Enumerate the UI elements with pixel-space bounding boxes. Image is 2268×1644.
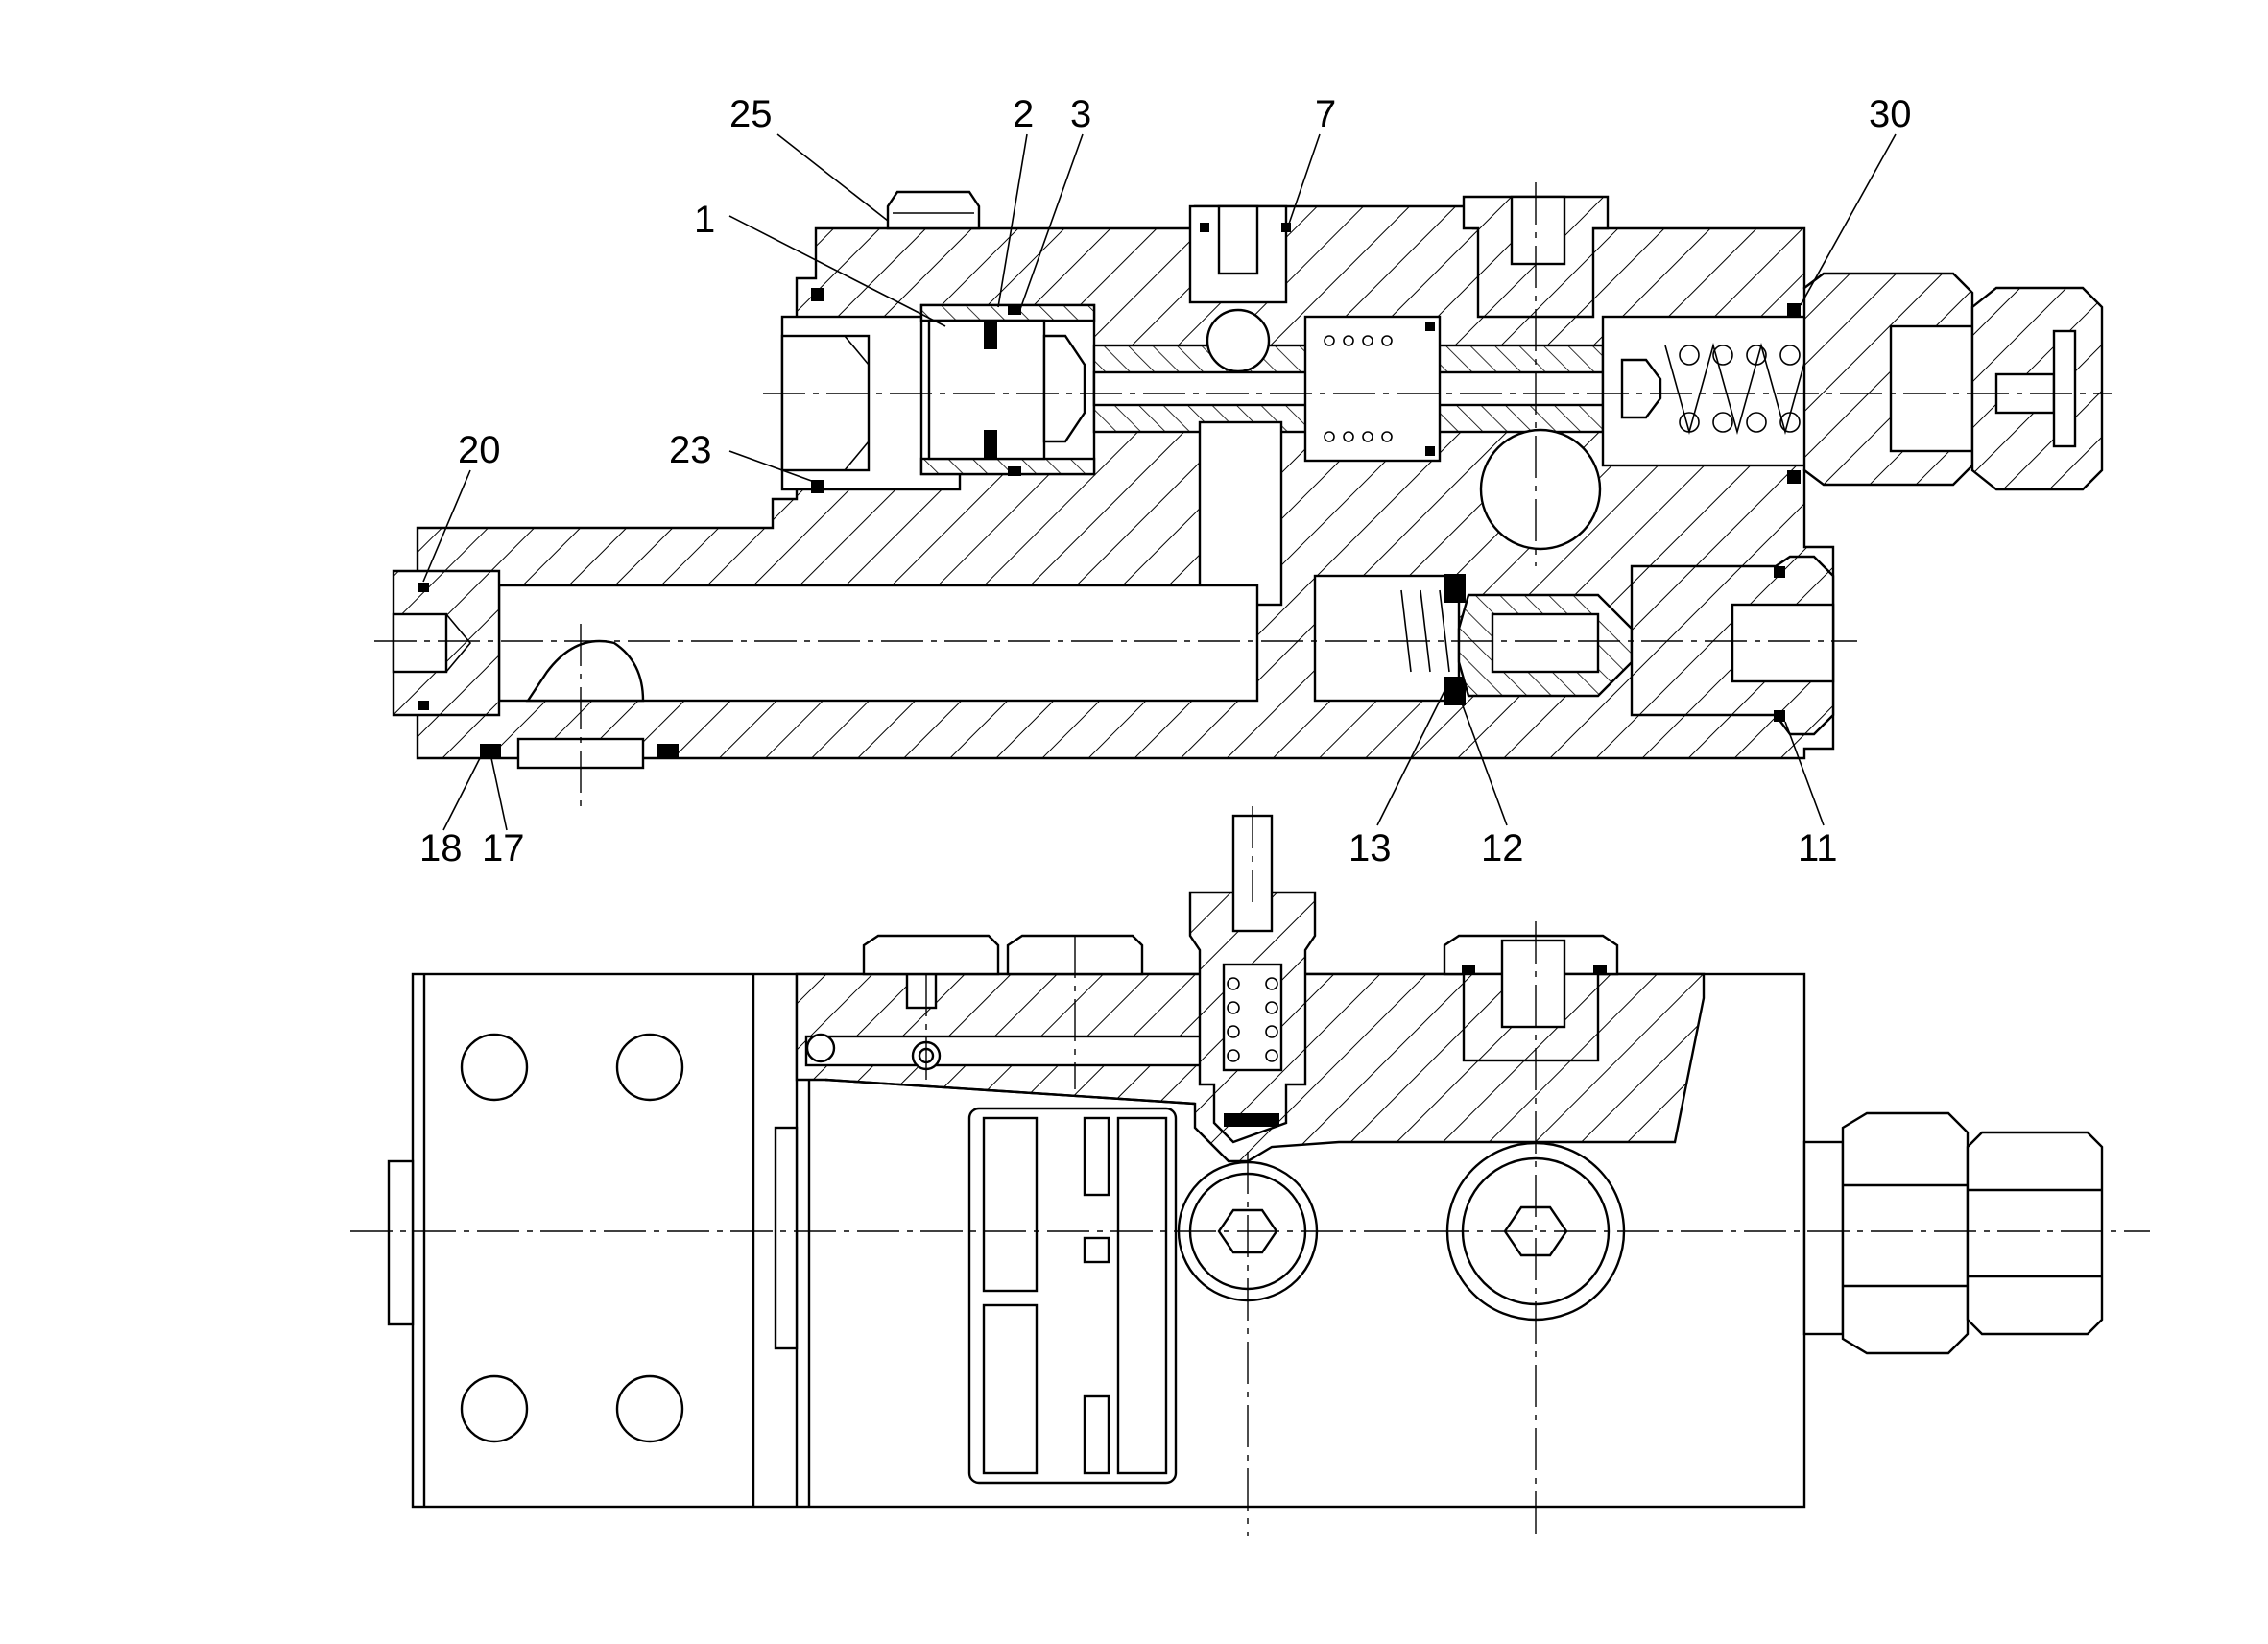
seal-12 xyxy=(1444,574,1466,603)
side-hex-cap xyxy=(1966,1131,2104,1336)
mount-hole xyxy=(460,1033,529,1102)
callout-18: 18 xyxy=(419,827,463,870)
side-fitting-base xyxy=(1802,1140,1845,1336)
side-hex-fitting xyxy=(1841,1111,1970,1355)
callout-23: 23 xyxy=(669,429,712,471)
side-mount-tab xyxy=(387,1159,415,1326)
callout-25: 25 xyxy=(729,93,773,135)
callout-2: 2 xyxy=(1013,93,1034,135)
side-top-cap xyxy=(862,934,1000,976)
callout-1: 1 xyxy=(694,199,715,241)
mount-hole xyxy=(615,1374,684,1443)
callout-12: 12 xyxy=(1481,827,1524,870)
callout-3: 3 xyxy=(1070,93,1091,135)
callout-11: 11 xyxy=(1798,827,1838,870)
callout-17: 17 xyxy=(482,827,525,870)
center-passage xyxy=(1198,420,1283,607)
seal-23 xyxy=(811,288,824,301)
callout-labels: 25 2 3 7 30 1 20 23 18 17 13 12 11 xyxy=(419,93,1912,870)
hex-plug-25 xyxy=(886,190,981,230)
check-spring-cage xyxy=(1313,574,1461,703)
section-view xyxy=(374,182,2112,806)
side-view xyxy=(350,806,2150,1536)
callout-20: 20 xyxy=(458,429,501,471)
mount-hole xyxy=(615,1033,684,1102)
callout-13: 13 xyxy=(1349,827,1392,870)
callout-7: 7 xyxy=(1315,93,1336,135)
mount-hole xyxy=(460,1374,529,1443)
callout-30: 30 xyxy=(1869,93,1912,135)
callout-leaders xyxy=(422,133,1897,831)
